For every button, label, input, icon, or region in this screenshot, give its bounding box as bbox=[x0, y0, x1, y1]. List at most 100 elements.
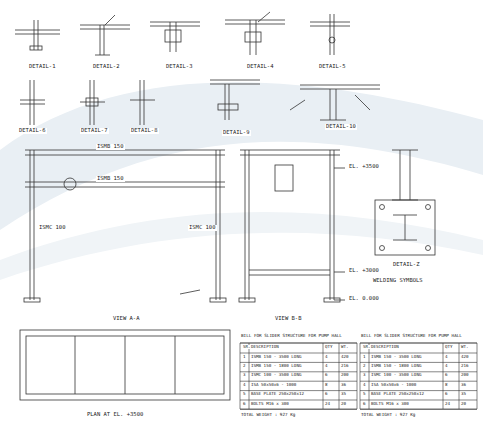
drawing-label: EL. 0.000 bbox=[348, 296, 380, 302]
table-rule bbox=[240, 343, 357, 344]
table-cell: ISMC 100 - 3500 LONG bbox=[250, 373, 302, 377]
drawing-label: DETAIL-2 bbox=[92, 64, 121, 70]
table-cell: BILL FOR SLIDER STRUCTURE FOR PUMP HALL bbox=[360, 334, 463, 338]
table-cell: 6 bbox=[324, 373, 329, 377]
table-cell: BILL FOR SLIDER STRUCTURE FOR PUMP HALL bbox=[240, 334, 343, 338]
drawing-label: PLAN AT EL. +3500 bbox=[86, 412, 144, 418]
table-cell: 5 bbox=[362, 392, 367, 396]
drawing-label: DETAIL-1 bbox=[28, 64, 57, 70]
table-cell: 24 bbox=[324, 402, 331, 406]
table-cell: BASE PLATE 250x250x12 bbox=[370, 392, 425, 396]
table-cell: 420 bbox=[340, 355, 350, 359]
table-cell: 5 bbox=[242, 392, 247, 396]
table-cell: ISMB 150 - 1800 LONG bbox=[250, 364, 302, 368]
table-cell: TOTAL WEIGHT : 927 Kg bbox=[240, 413, 296, 417]
drawing-label: DETAIL-8 bbox=[130, 128, 159, 134]
drawing-label: DETAIL-6 bbox=[18, 128, 47, 134]
table-cell: 200 bbox=[340, 373, 350, 377]
table-cell: 420 bbox=[460, 355, 470, 359]
drawing-label: EL. +3500 bbox=[348, 164, 380, 170]
table-cell: QTY bbox=[444, 345, 454, 349]
table-cell: 216 bbox=[340, 364, 350, 368]
table-rule bbox=[240, 400, 357, 401]
table-cell: ISMC 100 - 3500 LONG bbox=[370, 373, 422, 377]
table-cell: 8 bbox=[444, 383, 449, 387]
table-cell: ISMB 150 - 3500 LONG bbox=[250, 355, 302, 359]
table-rule bbox=[360, 409, 477, 410]
table-cell: 6 bbox=[362, 402, 367, 406]
table-cell: 200 bbox=[460, 373, 470, 377]
table-rule bbox=[360, 400, 477, 401]
table-rule bbox=[240, 390, 357, 391]
table-cell: 35 bbox=[340, 392, 347, 396]
drawing-label: ISMC 100 bbox=[188, 225, 217, 231]
table-cell: 8 bbox=[324, 383, 329, 387]
table-cell: 4 bbox=[444, 364, 449, 368]
table-cell: ISMB 150 - 3500 LONG bbox=[370, 355, 422, 359]
table-cell: 20 bbox=[340, 402, 347, 406]
table-cell: QTY bbox=[324, 345, 334, 349]
table-cell: 6 bbox=[242, 402, 247, 406]
table-cell: 24 bbox=[444, 402, 451, 406]
table-cell: 6 bbox=[324, 392, 329, 396]
table-cell: 4 bbox=[324, 364, 329, 368]
table-cell: BOLTS M16 x 300 bbox=[370, 402, 410, 406]
table-rule bbox=[360, 390, 477, 391]
drawing-label: WELDING SYMBOLS bbox=[372, 278, 424, 284]
table-cell: 6 bbox=[444, 392, 449, 396]
table-rule bbox=[360, 409, 477, 410]
table-cell: 216 bbox=[460, 364, 470, 368]
drawing-label: ISMB 150 bbox=[96, 176, 125, 182]
drawing-label: DETAIL-9 bbox=[222, 130, 251, 136]
table-rule bbox=[360, 353, 477, 354]
drawing-label: EL. +3000 bbox=[348, 268, 380, 274]
table-cell: 1 bbox=[362, 355, 367, 359]
table-cell: 2 bbox=[362, 364, 367, 368]
table-rule bbox=[240, 353, 357, 354]
table-cell: TOTAL WEIGHT : 927 Kg bbox=[360, 413, 416, 417]
table-rule bbox=[240, 343, 357, 344]
table-cell: 4 bbox=[362, 383, 367, 387]
table-rule bbox=[240, 381, 357, 382]
table-cell: BASE PLATE 250x250x12 bbox=[250, 392, 305, 396]
table-cell: 20 bbox=[460, 402, 467, 406]
table-cell: WT. bbox=[340, 345, 350, 349]
table-cell: ISA 50x50x6 - 1000 bbox=[250, 383, 297, 387]
drawing-label: DETAIL-4 bbox=[246, 64, 275, 70]
table-cell: 4 bbox=[242, 383, 247, 387]
table-cell: 2 bbox=[242, 364, 247, 368]
drawing-label: DETAIL-3 bbox=[165, 64, 194, 70]
drawing-label: DETAIL-10 bbox=[325, 124, 357, 130]
table-rule bbox=[360, 343, 477, 344]
drawing-label: ISMB 150 bbox=[96, 144, 125, 150]
table-cell: 35 bbox=[460, 392, 467, 396]
table-rule bbox=[360, 362, 477, 363]
table-cell: 4 bbox=[324, 355, 329, 359]
table-cell: BOLTS M16 x 300 bbox=[250, 402, 290, 406]
table-rule bbox=[360, 371, 477, 372]
table-cell: 3 bbox=[362, 373, 367, 377]
drawing-label: DETAIL-5 bbox=[318, 64, 347, 70]
table-rule bbox=[240, 362, 357, 363]
drawing-label: VIEW A-A bbox=[112, 316, 141, 322]
drawing-label: DETAIL-7 bbox=[80, 128, 109, 134]
drawing-label: VIEW B-B bbox=[274, 316, 303, 322]
table-rule bbox=[240, 409, 357, 410]
table-cell: 3 bbox=[242, 373, 247, 377]
table-cell: DESCRIPTION bbox=[250, 345, 280, 349]
table-cell: DESCRIPTION bbox=[370, 345, 400, 349]
table-rule bbox=[360, 343, 477, 344]
table-rule bbox=[240, 409, 357, 410]
table-cell: 1 bbox=[242, 355, 247, 359]
table-cell: ISMB 150 - 1800 LONG bbox=[370, 364, 422, 368]
table-rule bbox=[360, 381, 477, 382]
table-cell: 6 bbox=[444, 373, 449, 377]
drawing-label: ISMC 100 bbox=[38, 225, 67, 231]
table-cell: 36 bbox=[340, 383, 347, 387]
table-rule bbox=[240, 371, 357, 372]
table-cell: 36 bbox=[460, 383, 467, 387]
table-cell: WT. bbox=[460, 345, 470, 349]
table-cell: ISA 50x50x6 - 1000 bbox=[370, 383, 417, 387]
table-cell: 4 bbox=[444, 355, 449, 359]
